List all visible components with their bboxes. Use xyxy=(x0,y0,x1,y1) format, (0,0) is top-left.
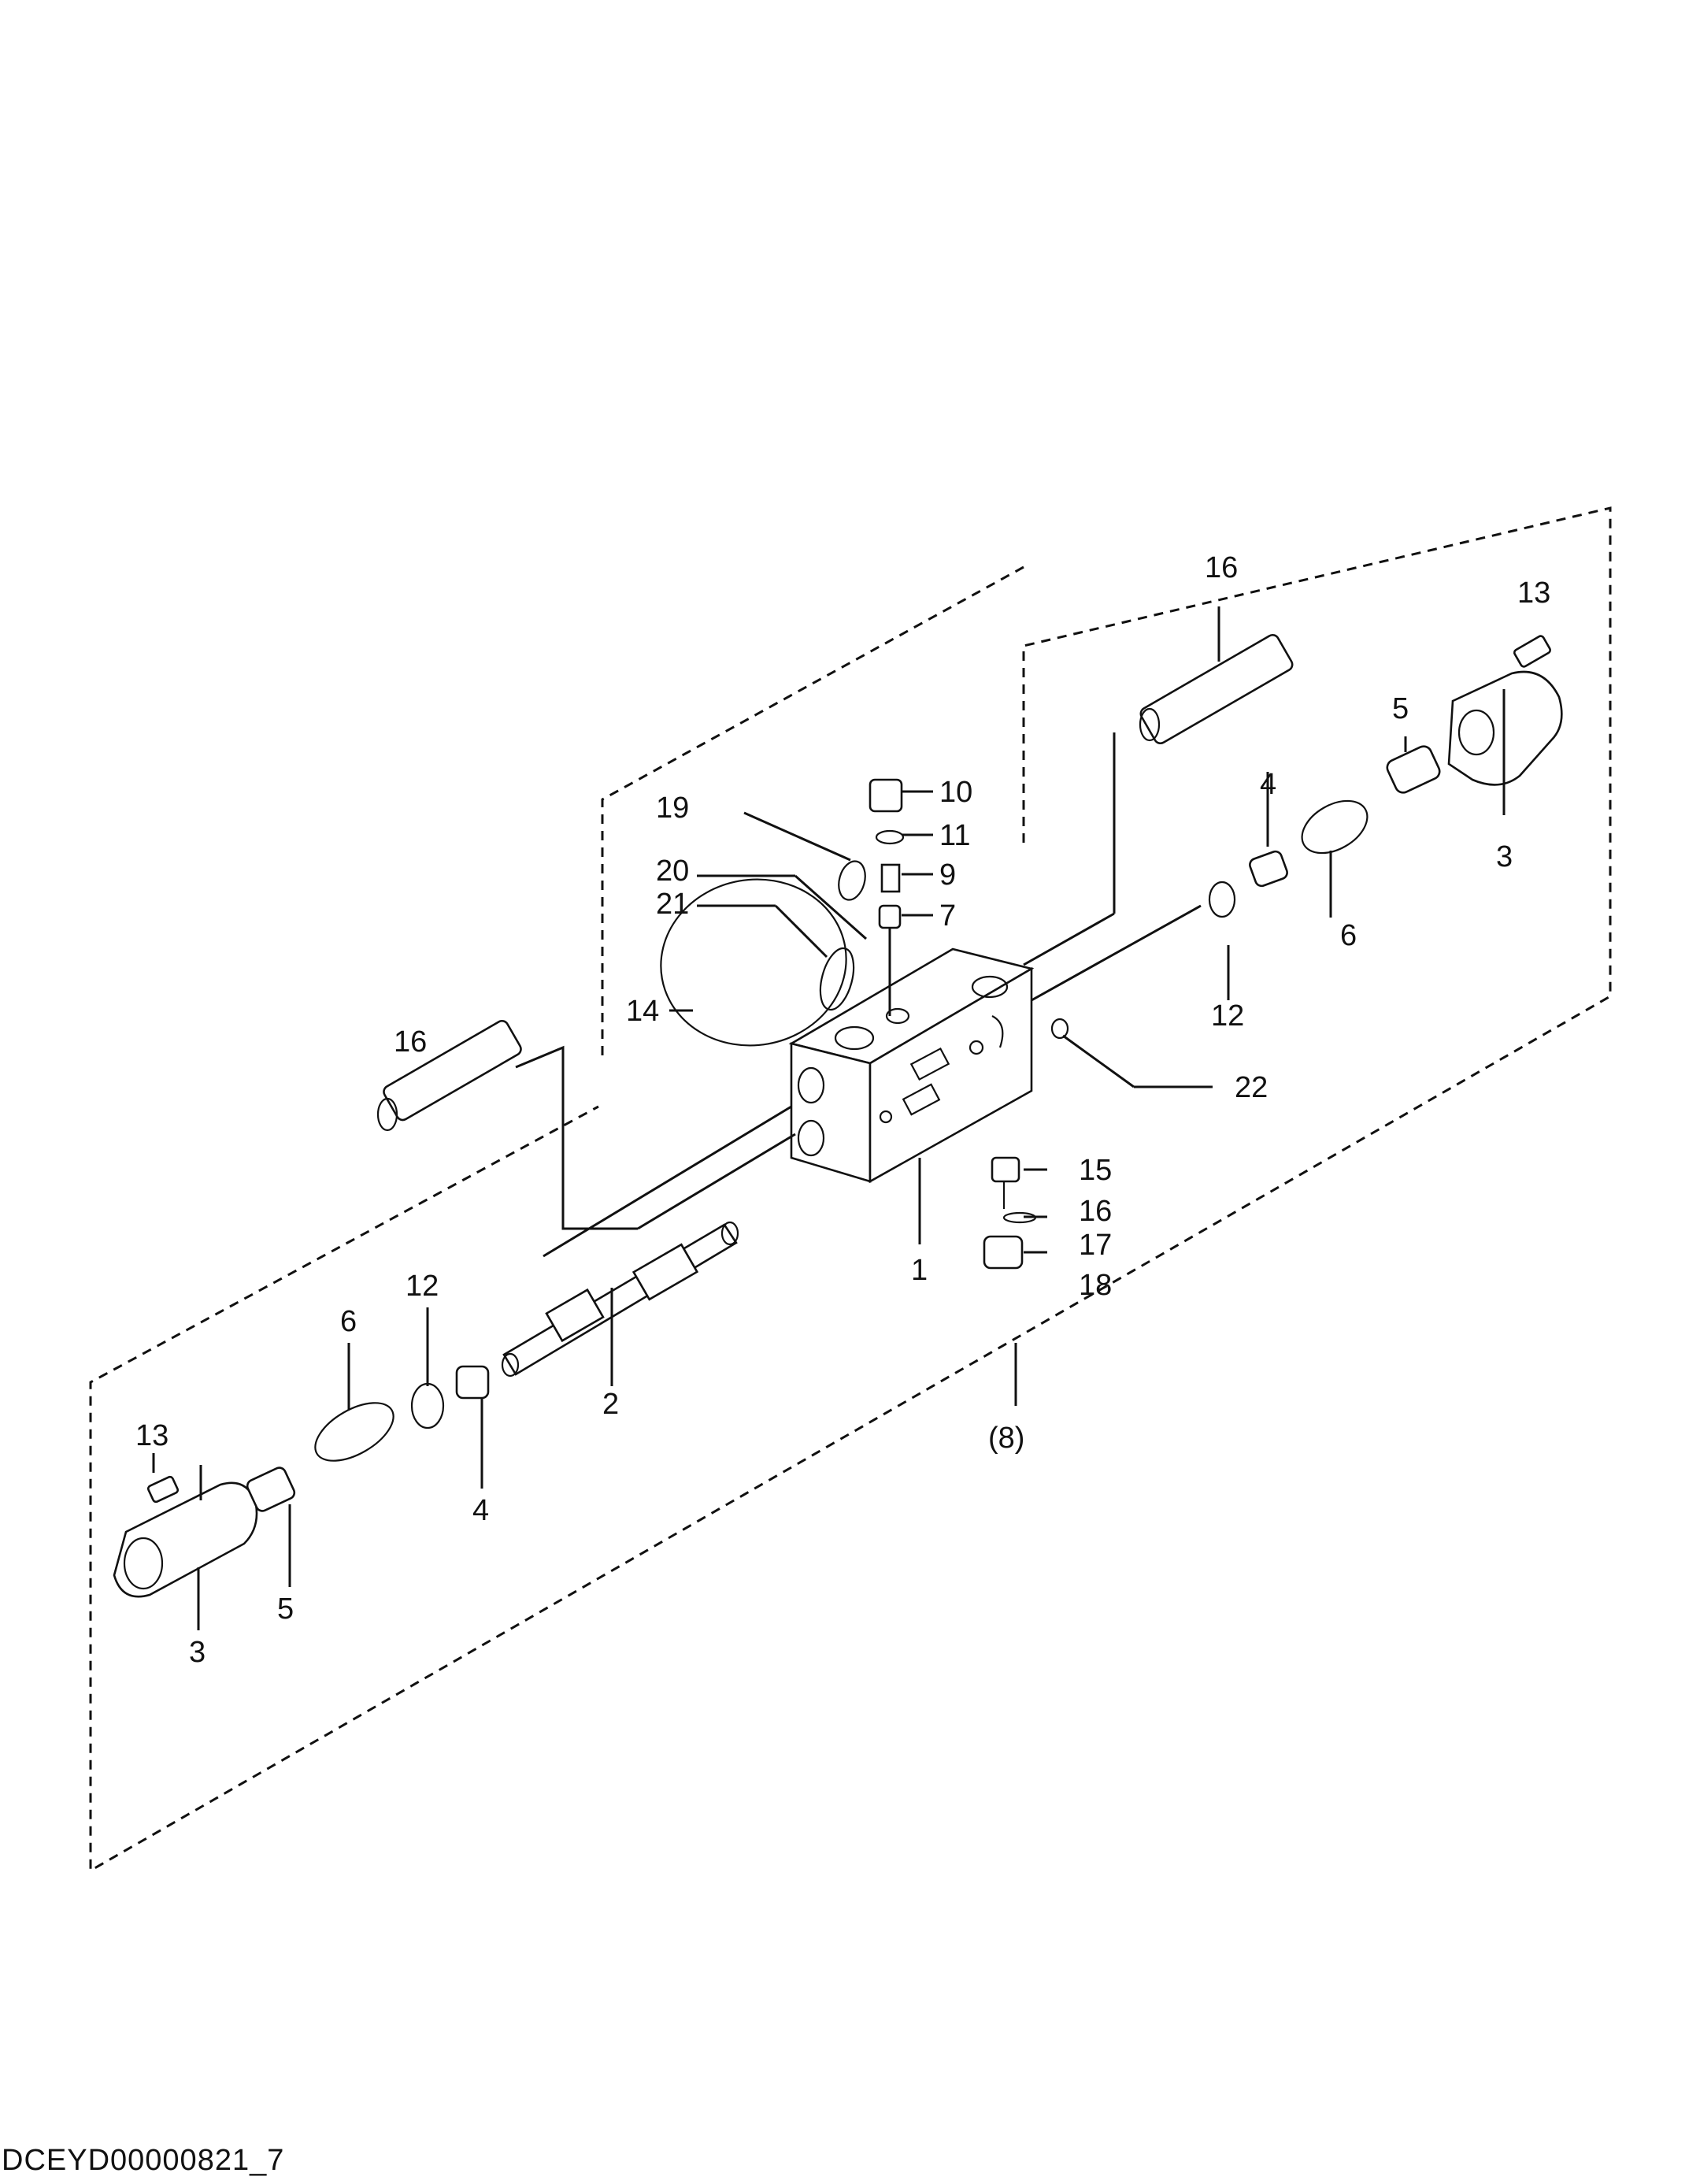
valve-body xyxy=(788,947,1035,1184)
callout-7: 7 xyxy=(939,899,956,933)
callout-5-right: 5 xyxy=(1392,692,1409,725)
callout-9: 9 xyxy=(939,858,956,892)
top-center-parts xyxy=(660,778,905,1047)
callout-10: 10 xyxy=(939,776,972,809)
relief-valve-left xyxy=(376,1019,796,1230)
spool xyxy=(501,1221,739,1378)
right-parts xyxy=(1208,635,1563,918)
callout-18: 18 xyxy=(1079,1269,1112,1302)
callout-13-right: 13 xyxy=(1517,577,1550,610)
relief-valve-top xyxy=(1023,633,1294,966)
callout-1: 1 xyxy=(911,1254,928,1287)
callout-16-top: 16 xyxy=(1205,551,1238,584)
callout-20: 20 xyxy=(656,855,689,888)
callout-4-left: 4 xyxy=(472,1494,489,1527)
callout-2: 2 xyxy=(602,1388,619,1421)
callout-3-left: 3 xyxy=(189,1636,206,1669)
document-id: DCEYD00000821_7 xyxy=(2,2144,285,2177)
callout-6-left: 6 xyxy=(340,1305,357,1338)
callout-assembly: (8) xyxy=(988,1422,1024,1455)
callout-6-right: 6 xyxy=(1340,919,1357,952)
callout-21: 21 xyxy=(656,888,689,921)
callout-15: 15 xyxy=(1079,1154,1112,1187)
callout-17: 17 xyxy=(1079,1229,1112,1262)
lower-right-parts xyxy=(983,1018,1069,1270)
callout-19: 19 xyxy=(656,792,689,825)
callout-11: 11 xyxy=(939,819,970,852)
callout-3-right: 3 xyxy=(1496,840,1513,873)
callout-5-left: 5 xyxy=(277,1593,294,1626)
assembly-axis xyxy=(1031,904,1202,1002)
callout-12-left: 12 xyxy=(406,1270,439,1303)
callout-22: 22 xyxy=(1235,1071,1268,1104)
callout-labels: 16 13 5 3 4 6 10 11 9 7 19 20 21 14 12 2… xyxy=(135,551,1550,1669)
assembly-axis-left xyxy=(543,1105,792,1258)
left-parts xyxy=(113,1365,490,1598)
callout-13-left: 13 xyxy=(135,1419,169,1452)
callout-16-left: 16 xyxy=(394,1025,427,1059)
assembly-boundary xyxy=(89,506,1612,1873)
callout-16-lower: 16 xyxy=(1079,1195,1112,1228)
leader-lines xyxy=(152,606,1506,1630)
callout-4-right: 4 xyxy=(1260,768,1276,801)
callout-14: 14 xyxy=(626,995,659,1028)
callout-12-right: 12 xyxy=(1211,999,1244,1033)
